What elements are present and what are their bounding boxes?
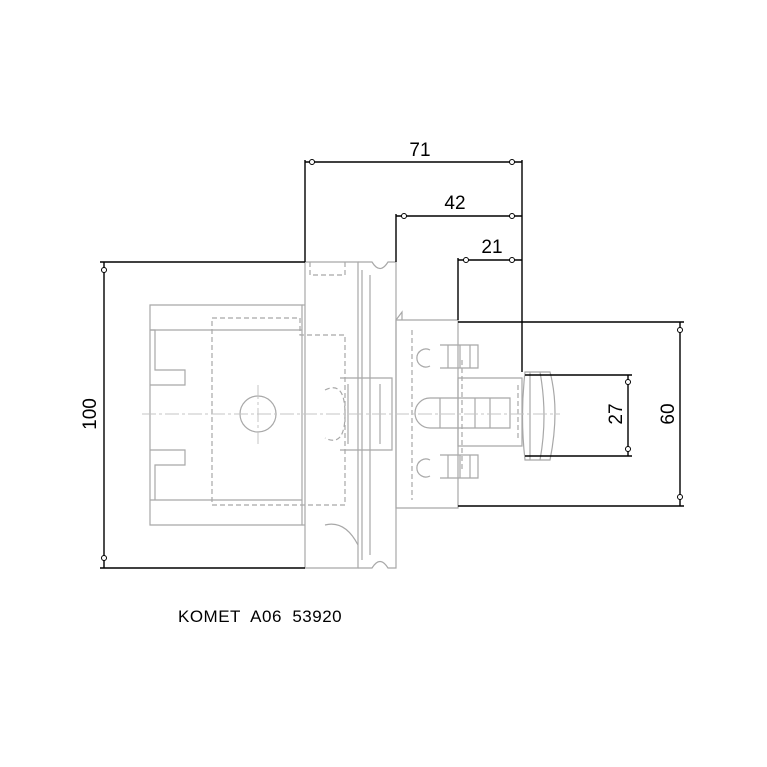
dim-21-label: 21 bbox=[481, 237, 502, 258]
tool-holder-body bbox=[149, 261, 556, 569]
dimension-21: 21 bbox=[457, 237, 522, 320]
hidden-lines bbox=[211, 262, 519, 506]
dimension-100: 100 bbox=[80, 261, 305, 569]
dim-100-label: 100 bbox=[80, 398, 101, 430]
dim-71-label: 71 bbox=[409, 140, 430, 161]
dim-27-label: 27 bbox=[606, 403, 627, 424]
dimension-71: 71 bbox=[304, 140, 523, 372]
dim-42-label: 42 bbox=[444, 193, 465, 214]
dimension-42: 42 bbox=[395, 193, 522, 262]
part-caption: KOMET A06 53920 bbox=[178, 607, 342, 626]
dimension-27: 27 bbox=[525, 374, 632, 457]
dimension-60: 60 bbox=[458, 321, 684, 507]
dim-60-label: 60 bbox=[658, 403, 679, 424]
